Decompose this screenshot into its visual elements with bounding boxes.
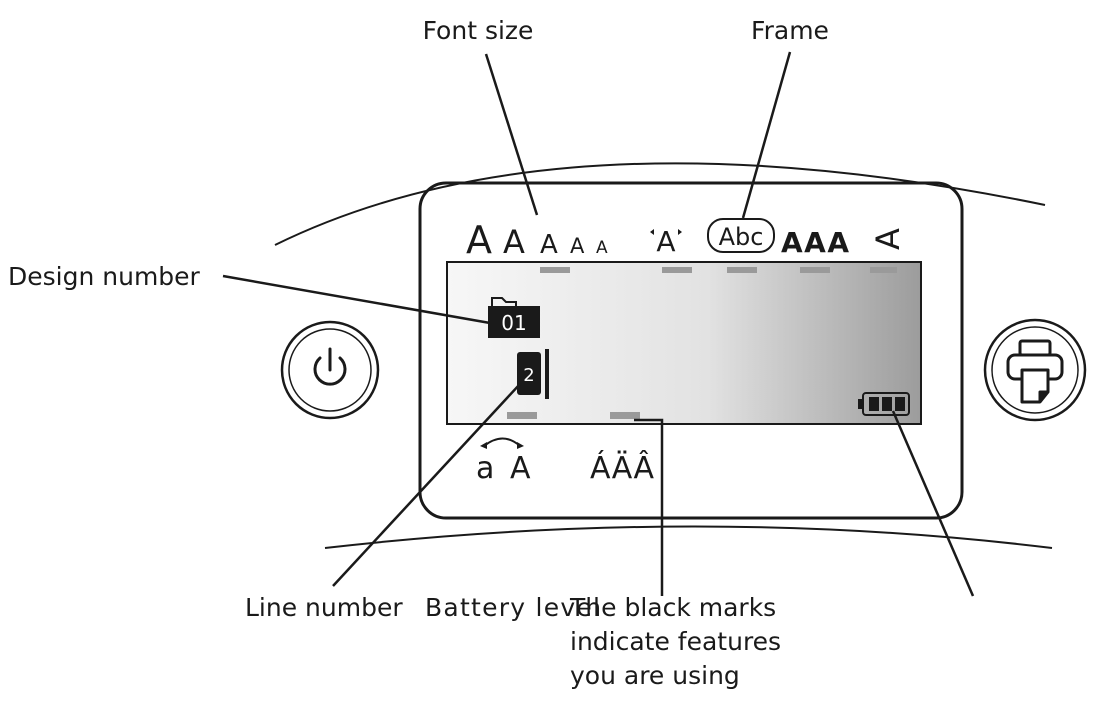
black-marks-label-line-1: The black marks	[569, 593, 776, 622]
power-icon	[313, 347, 347, 386]
font-size-xl-icon: A	[466, 218, 492, 262]
line-number-label: Line number	[245, 593, 403, 622]
font-size-xs-icon: A	[596, 238, 608, 258]
lcd-screen: 01 2	[446, 261, 922, 425]
text-style-icon: AAA	[781, 226, 849, 259]
case-toggle-icon: a A	[476, 437, 531, 486]
line-number-indicator: 2	[517, 349, 549, 399]
black-marks-leader	[634, 418, 664, 596]
design-number-label: Design number	[8, 262, 201, 291]
font-size-label: Font size	[423, 16, 534, 45]
bottom-icon-row: a A ÁÄÂ	[476, 437, 654, 486]
bottom-indicator-marks	[507, 412, 640, 419]
svg-text:a: a	[476, 451, 494, 486]
frame-icon: Abc	[707, 218, 775, 253]
battery-icon	[858, 392, 910, 416]
svg-text:A: A	[656, 225, 675, 258]
svg-text:01: 01	[501, 311, 526, 335]
svg-text:A: A	[510, 451, 531, 486]
frame-leader	[741, 51, 792, 219]
print-button[interactable]	[983, 318, 1087, 422]
font-size-s-icon: A	[570, 234, 585, 258]
vertical-text-icon: A	[869, 228, 907, 250]
svg-text:2: 2	[523, 365, 534, 386]
printer-icon	[1006, 339, 1064, 404]
width-icon: A	[650, 225, 682, 258]
line-number-leader	[332, 383, 521, 587]
top-icon-row: A A A A A A Abc AAA A	[466, 218, 907, 262]
display-bezel	[418, 181, 964, 520]
battery-level-label: Battery level	[425, 593, 600, 622]
font-size-leader	[484, 53, 539, 216]
leader-lines	[222, 51, 975, 597]
font-size-l-icon: A	[503, 223, 525, 261]
callout-labels: Font size Frame Design number Line numbe…	[8, 16, 829, 690]
top-indicator-marks	[540, 267, 897, 273]
device-body	[274, 162, 1053, 549]
battery-leader	[891, 410, 975, 597]
black-marks-label-line-2: indicate features	[570, 627, 781, 656]
power-button[interactable]	[280, 320, 380, 420]
svg-text:Abc: Abc	[719, 223, 764, 251]
design-number-leader	[222, 274, 491, 325]
device-bottom-arc	[324, 525, 1053, 549]
black-marks-label-line-3: you are using	[570, 661, 740, 690]
design-number-indicator: 01	[488, 297, 540, 338]
device-top-arc	[274, 162, 1046, 246]
frame-label: Frame	[751, 16, 829, 45]
font-size-m-icon: A	[540, 230, 558, 260]
accent-characters-icon: ÁÄÂ	[590, 450, 654, 486]
